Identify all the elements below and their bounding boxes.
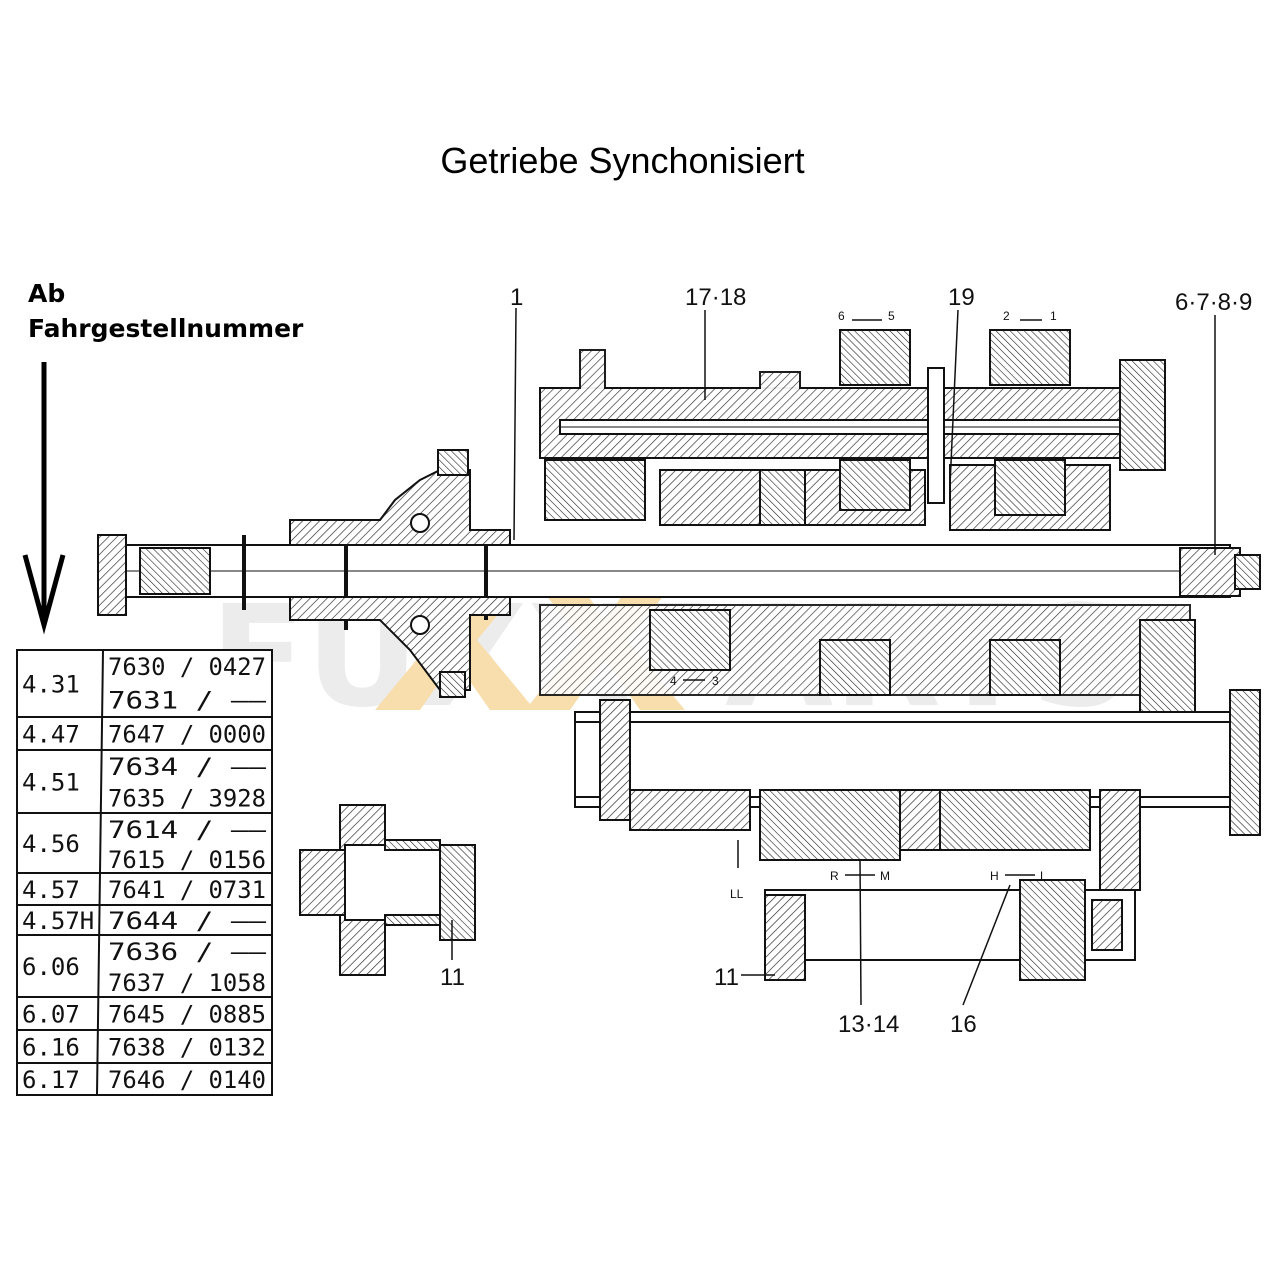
shift-5: 5 bbox=[888, 309, 895, 323]
detail-hub-drawing bbox=[299, 804, 476, 976]
callout-11-detail: 11 bbox=[440, 964, 465, 991]
table-model: 6.06 bbox=[22, 953, 80, 981]
callout-13-14: 13·14 bbox=[838, 1011, 899, 1038]
table-chassis-number: 7614 / —— bbox=[108, 816, 267, 844]
table-chassis-number: 7647 / 0000 bbox=[108, 721, 266, 749]
callout-1: 1 bbox=[510, 284, 523, 311]
shift-L: L bbox=[1040, 869, 1047, 883]
table-chassis-number: 7630 / 0427 bbox=[108, 653, 266, 681]
ab-label-line1: Ab bbox=[28, 279, 66, 308]
callout-17-18: 17·18 bbox=[685, 284, 746, 311]
table-model: 6.07 bbox=[22, 1001, 80, 1029]
table-chassis-number: 7635 / 3928 bbox=[108, 785, 266, 813]
table-model: 4.47 bbox=[22, 721, 80, 749]
table-chassis-number: 7631 / —— bbox=[108, 687, 267, 715]
shift-2: 2 bbox=[1003, 309, 1010, 323]
shift-6: 6 bbox=[838, 309, 845, 323]
table-model: 4.57H bbox=[22, 907, 94, 935]
table-chassis-number: 7645 / 0885 bbox=[108, 1001, 266, 1029]
ab-label: Ab Fahrgestellnummer bbox=[28, 276, 303, 346]
shift-M: M bbox=[880, 869, 890, 883]
shift-1: 1 bbox=[1050, 309, 1057, 323]
callout-16: 16 bbox=[950, 1011, 977, 1038]
table-chassis-number: 7636 / —— bbox=[108, 938, 267, 966]
shift-R: R bbox=[830, 869, 839, 883]
ab-label-line2: Fahrgestellnummer bbox=[28, 314, 304, 343]
callout-labels: 1 17·18 19 6·7·8·9 11 11 13·14 16 6 5 2 … bbox=[440, 284, 1252, 1038]
table-model: 4.51 bbox=[22, 769, 80, 797]
leader-lines bbox=[513, 307, 1216, 1006]
chassis-number-table bbox=[16, 649, 273, 1096]
table-chassis-number: 7634 / —— bbox=[108, 753, 267, 781]
callout-19: 19 bbox=[948, 284, 975, 311]
callout-6-7-8-9: 6·7·8·9 bbox=[1175, 289, 1252, 316]
table-chassis-number: 7638 / 0132 bbox=[108, 1034, 266, 1062]
main-shaft-assembly bbox=[97, 329, 1261, 981]
table-chassis-number: 7646 / 0140 bbox=[108, 1066, 266, 1094]
table-model: 4.57 bbox=[22, 876, 80, 904]
table-chassis-number: 7637 / 1058 bbox=[108, 969, 266, 997]
table-model: 4.56 bbox=[22, 830, 80, 858]
table-chassis-number: 7615 / 0156 bbox=[108, 846, 266, 874]
shift-LL: LL bbox=[730, 887, 744, 901]
page-title: Getriebe Synchonisiert bbox=[440, 140, 805, 181]
shift-H: H bbox=[990, 869, 999, 883]
shift-3: 3 bbox=[712, 674, 719, 688]
table-chassis-number: 7641 / 0731 bbox=[108, 876, 266, 904]
down-arrow-icon bbox=[22, 362, 66, 635]
table-model: 6.16 bbox=[22, 1034, 80, 1062]
table-model: 6.17 bbox=[22, 1066, 80, 1094]
table-chassis-number: 7644 / —— bbox=[108, 907, 267, 935]
callout-11: 11 bbox=[714, 964, 739, 991]
table-model: 4.31 bbox=[22, 671, 80, 699]
shift-4: 4 bbox=[670, 674, 677, 688]
table-rows: 4.31 7630 / 0427 7631 / —— 4.47 7647 / 0000 4… bbox=[22, 653, 267, 1094]
